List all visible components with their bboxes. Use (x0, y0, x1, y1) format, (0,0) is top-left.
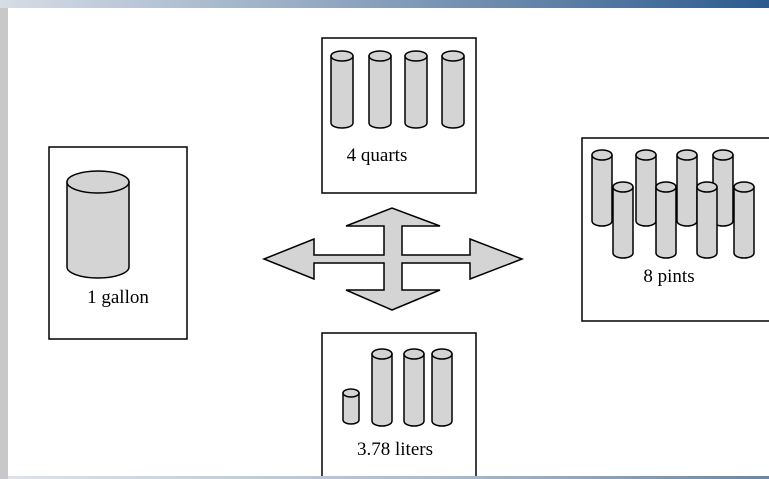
pint-cylinder-icon (635, 149, 657, 227)
pint-cylinder-icon (733, 181, 755, 259)
liters-panel: 3.78 liters (321, 332, 477, 476)
quart-cylinder-icon (441, 50, 465, 129)
pint-cylinder-icon (591, 149, 613, 227)
liters-label: 3.78 liters (357, 439, 433, 460)
pint-cylinder-icon (676, 149, 698, 227)
pint-cylinder-icon (612, 181, 634, 259)
liter-cylinder-icon (403, 348, 425, 427)
bottom-edge-line (8, 476, 769, 479)
header-accent-bar (0, 0, 769, 8)
liter-partial-cylinder-icon (342, 388, 360, 425)
pint-cylinder-icon (655, 181, 677, 259)
liter-cylinder-icon (431, 348, 453, 427)
liter-cylinder-icon (371, 348, 393, 427)
quarts-panel: 4 quarts (321, 37, 477, 194)
gallon-panel: 1 gallon (48, 146, 188, 340)
quart-cylinder-icon (330, 50, 354, 129)
quarts-label: 4 quarts (347, 145, 408, 166)
pint-cylinder-icon (712, 149, 734, 227)
pints-label: 8 pints (643, 266, 694, 287)
four-way-arrow-icon (261, 207, 525, 311)
gallon-cylinder-icon (66, 170, 130, 279)
pint-cylinder-icon (696, 181, 718, 259)
left-edge-bar (0, 8, 8, 479)
pints-panel: 8 pints (581, 137, 769, 322)
gallon-label: 1 gallon (87, 287, 149, 308)
quart-cylinder-icon (368, 50, 392, 129)
quart-cylinder-icon (404, 50, 428, 129)
